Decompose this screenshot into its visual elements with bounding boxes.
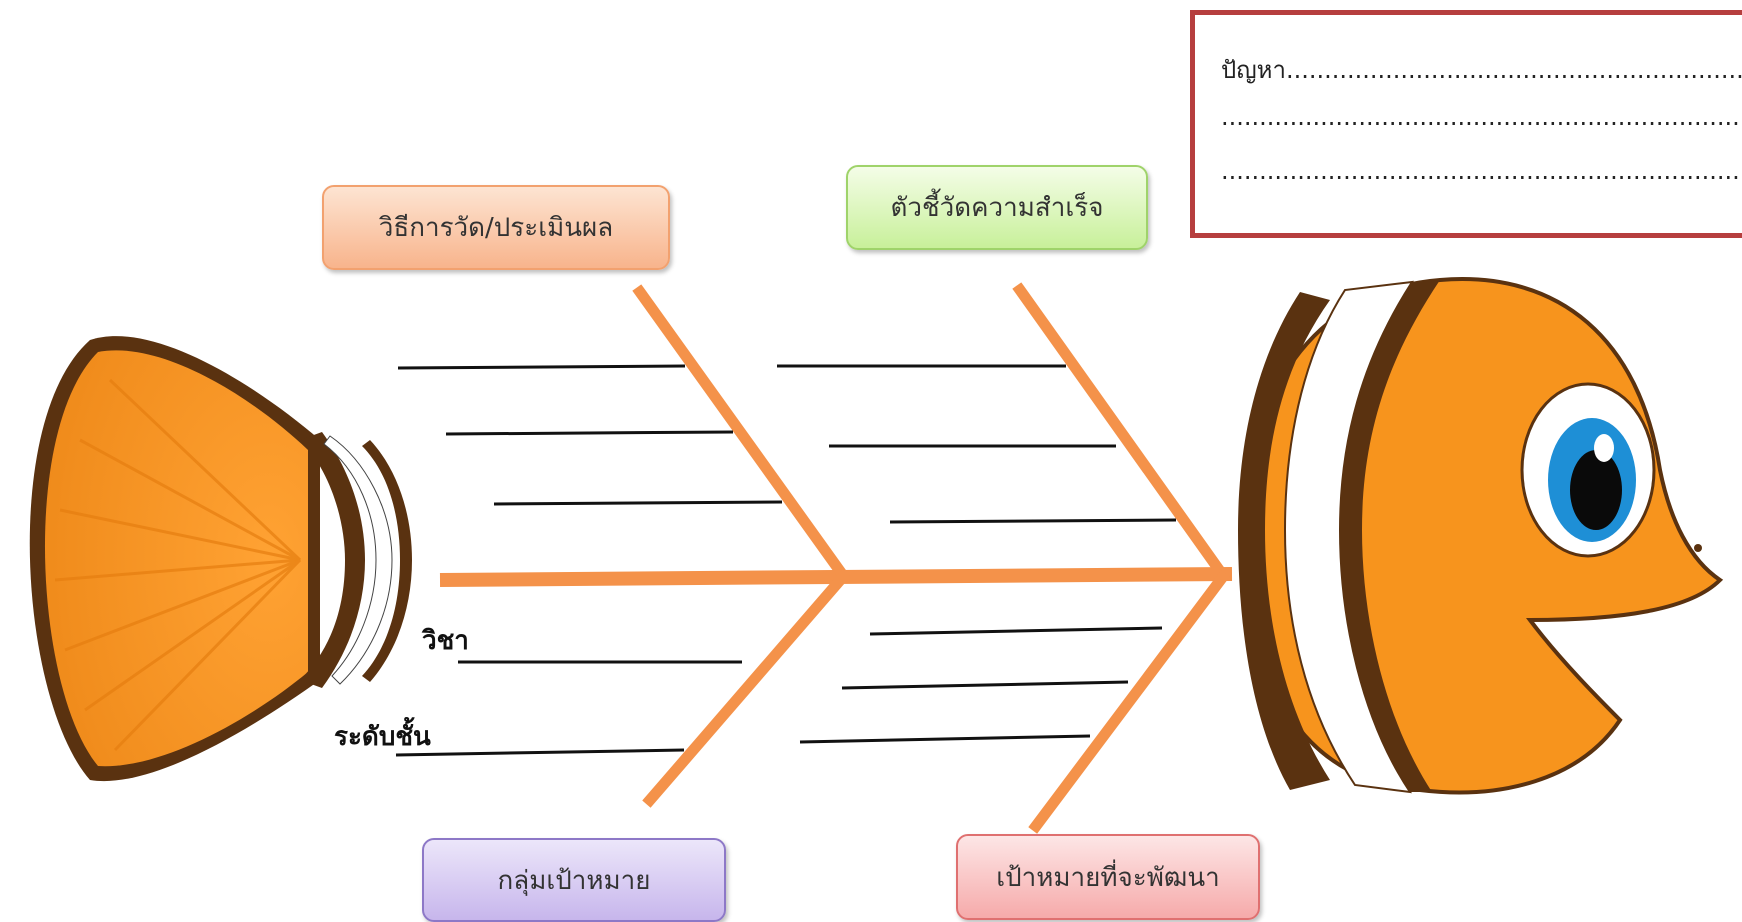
fish-head [1238, 277, 1724, 795]
problem-line-1: ปัญหา...................................… [1221, 56, 1742, 84]
grade-label: ระดับชั้น [334, 722, 431, 752]
bone-lower-right [1028, 570, 1230, 834]
problem-box: ปัญหา...................................… [1190, 10, 1742, 238]
category-box-method: วิธีการวัด/ประเมินผล [322, 185, 670, 270]
category-box-indicator: ตัวชี้วัดความสำเร็จ [846, 165, 1148, 250]
line-upper-left-1 [397, 364, 686, 370]
category-label-development-goal: เป้าหมายที่จะพัฒนา [996, 862, 1220, 893]
bone-lower-left [642, 570, 850, 808]
line-upper-left-3 [493, 500, 783, 506]
category-label-indicator: ตัวชี้วัดความสำเร็จ [890, 193, 1104, 223]
category-box-development-goal: เป้าหมายที่จะพัฒนา [956, 834, 1260, 920]
bone-upper-right [1012, 282, 1230, 582]
fishbone-bones [632, 282, 1230, 834]
problem-line-2: ........................................… [1221, 103, 1742, 131]
line-lower-right-1 [869, 626, 1163, 636]
category-label-target-group: กลุ่มเป้าหมาย [497, 865, 651, 896]
line-lower-right-2 [841, 680, 1129, 690]
problem-line-3: ........................................… [1221, 157, 1742, 185]
line-upper-right-3 [889, 518, 1177, 524]
fish-tail [29, 336, 412, 782]
bone-upper-left [632, 284, 850, 582]
subject-label: วิชา [422, 626, 469, 656]
line-upper-left-2 [445, 430, 734, 436]
line-lower-right-3 [799, 734, 1091, 744]
fishbone-writing-lines [395, 364, 1177, 757]
line-lower-left-2 [395, 748, 685, 757]
category-box-target-group: กลุ่มเป้าหมาย [422, 838, 726, 922]
category-label-method: วิธีการวัด/ประเมินผล [378, 213, 614, 243]
